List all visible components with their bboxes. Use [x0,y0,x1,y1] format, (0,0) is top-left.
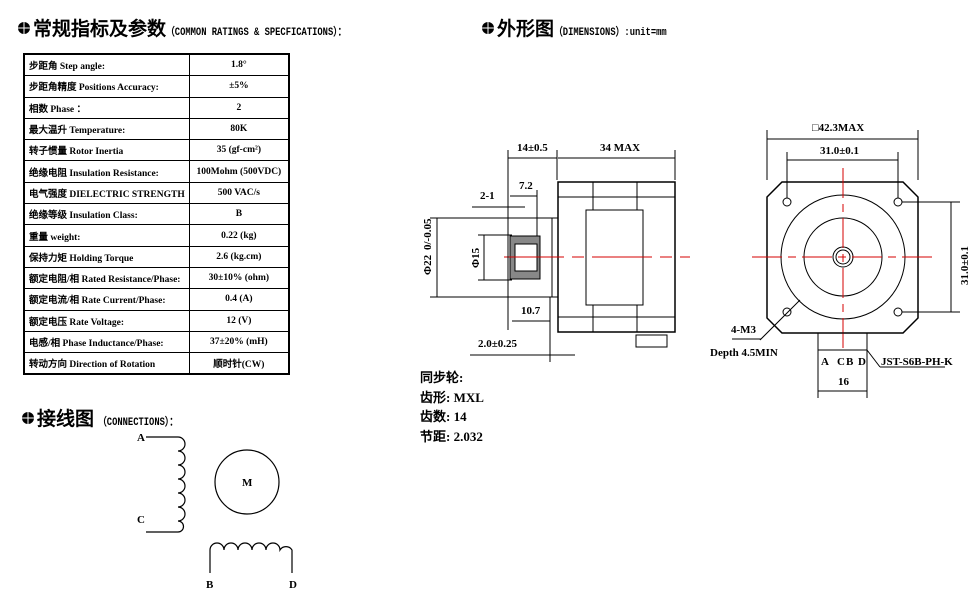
dim-2-0: 2.0±0.25 [478,338,518,350]
spec-value: 顺时针(CW) [188,352,290,375]
dimensions-heading: 外形图（DIMENSIONS）:unit=mm [482,14,695,41]
dim-phi15: Φ15 [470,247,482,268]
dim-42-3: □42.3MAX [812,122,864,134]
spec-row: 相数 Phase ：2 [23,96,290,119]
spec-row: 额定电阻/相 Rated Resistance/Phase:30±10% (oh… [23,266,290,290]
globe-bullet-icon [482,22,494,34]
dim-phi22: Φ22 [422,254,434,275]
lead-a: A [137,432,145,444]
dim-34max: 34 MAX [600,142,640,154]
pulley-pitch: 节距: 2.032 [420,428,483,444]
motor-symbol-label: M [242,477,253,489]
spec-row: 步距角精度 Positions Accuracy:±5% [23,75,290,98]
dimensions-title-cn: 外形图 [497,19,555,40]
side-view-drawing: 14±0.5 34 MAX 7.2 2-1 Φ22 0/-0.05 Φ15 10… [422,142,690,362]
connector-label: JST-S6B-PH-K [881,356,953,368]
spec-row: 重量 weight:0.22 (kg) [23,224,290,247]
pin-b: B [846,356,854,368]
spec-value: 37±20% (mH) [188,330,290,354]
pin-a: A [821,356,829,368]
dim-10-7: 10.7 [521,305,541,317]
dim-16: 16 [838,376,850,388]
connections-title-cn: 接线图 [37,409,95,430]
depth-label: Depth 4.5MIN [710,347,778,359]
spec-row: 绝缘电阻 Insulation Resistance:100Mohm (500V… [23,160,290,183]
dim-14: 14±0.5 [517,142,548,154]
dim-7-2: 7.2 [519,180,533,192]
specs-title-cn: 常规指标及参数 [33,19,167,40]
spec-row: 步距角 Step angle:1.8° [23,53,290,77]
wiring-diagram: M A C B D [137,432,297,591]
dim-31-vertical: 31.0±0.1 [959,246,971,285]
lead-c: C [137,514,145,526]
pulley-tooth-count: 齿数: 14 [420,409,467,424]
pin-c: C [837,356,845,368]
pulley-notes: 同步轮: 齿形: MXL 齿数: 14 节距: 2.032 [420,368,484,446]
connections-heading: 接线图 （CONNECTIONS）： [22,404,199,431]
specs-title-en: （COMMON RATINGS & SPECFICATIONS）： [166,27,347,39]
dimensions-title-en: （DIMENSIONS）:unit=mm [554,27,667,39]
specs-heading: 常规指标及参数（COMMON RATINGS & SPECFICATIONS）： [18,14,392,41]
spec-row: 绝缘等级 Insulation Class:B [23,203,290,226]
globe-bullet-icon [22,412,34,424]
specs-table: 步距角 Step angle:1.8°步距角精度 Positions Accur… [23,53,290,376]
dim-31-horizontal: 31.0±0.1 [820,145,859,157]
spec-row: 额定电流/相 Rate Current/Phase:0.4 (A) [23,288,290,311]
pulley-tooth-profile: 齿形: MXL [420,389,484,405]
holes-label: 4-M3 [731,324,757,336]
dim-phi22-tolerance: 0/-0.05 [422,218,434,250]
front-view-drawing: □42.3MAX 31.0±0.1 31.0±0.1 4-M3 Depth 4.… [710,122,971,398]
spec-row: 电感/相 Phase Inductance/Phase:37±20% (mH) [23,330,290,354]
connections-title-en: （CONNECTIONS）： [98,417,179,429]
lead-d: D [289,579,297,591]
pin-d: D [858,356,866,368]
spec-label: 电感/相 Phase Inductance/Phase: [23,330,190,354]
lead-b: B [206,579,214,591]
pulley-title: 同步轮: [420,370,464,385]
globe-bullet-icon [18,22,30,34]
dim-2-1: 2-1 [480,190,495,202]
spec-label: 转动方向 Direction of Rotation [23,352,190,375]
